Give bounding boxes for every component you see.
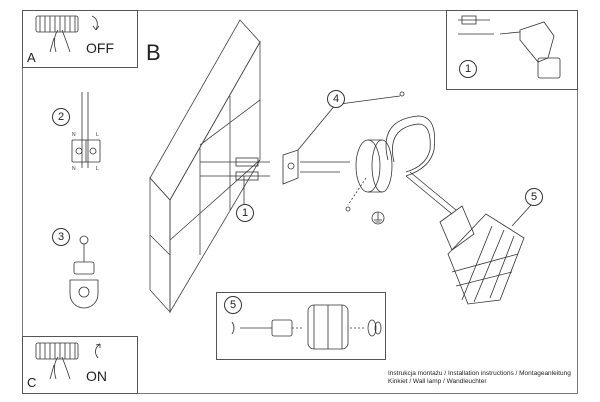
callout-5-detail-text: 5	[229, 299, 237, 311]
terminal-label-top-l: L	[96, 132, 99, 138]
callout-1-wall-text: 1	[241, 207, 249, 219]
drill-icon	[499, 21, 561, 79]
terminal-label-top-n: N	[72, 132, 76, 138]
screw-dot-top-icon	[399, 91, 405, 97]
screw-dot-icon	[345, 206, 351, 212]
terminal-label-bot-l: L	[96, 166, 99, 172]
canopy-icon	[347, 139, 393, 206]
callout-3-text: 3	[57, 231, 65, 243]
footer-caption: Instrukcja montażu / Installation instru…	[388, 370, 571, 386]
panel-c-letter: C	[27, 375, 37, 390]
terminal-label-bot-n: N	[72, 166, 76, 172]
callout-4-text: 4	[332, 93, 340, 105]
ground-symbol-icon	[371, 211, 385, 225]
screws-icon	[200, 157, 350, 181]
callout-2: 2	[52, 108, 70, 126]
callout-3: 3	[52, 228, 70, 246]
switch-on-icon	[35, 342, 101, 380]
terminal-block-icon	[71, 92, 101, 168]
lamp-arm-icon	[385, 115, 457, 215]
wall-plugs-icon	[458, 15, 494, 35]
panel-a-state: OFF	[86, 40, 114, 56]
callout-2-text: 2	[57, 111, 65, 123]
detail-assembly-icon	[231, 304, 382, 350]
panel-detail	[216, 292, 386, 360]
footer-line-2: Kinkiet / Wall lamp / Wandleuchter	[388, 378, 487, 385]
wall-icon	[149, 19, 261, 314]
panel-c	[22, 336, 138, 394]
callout-1-tools-text: 1	[464, 63, 472, 75]
ground-connector-icon	[69, 235, 99, 309]
callout-1-wall: 1	[236, 204, 254, 222]
callout-1-tools: 1	[459, 60, 477, 78]
mounting-bracket-icon	[282, 149, 299, 185]
callout-4: 4	[327, 90, 345, 108]
callout-5-detail: 5	[224, 296, 242, 314]
lamp-cage-icon	[439, 205, 525, 305]
footer-line-1: Instrukcja montażu / Installation instru…	[388, 370, 571, 377]
panel-a	[22, 10, 138, 68]
callout-5-text: 5	[530, 191, 538, 203]
panel-a-letter: A	[27, 50, 36, 65]
switch-off-icon	[35, 15, 100, 53]
callout-5: 5	[525, 188, 543, 206]
section-b-letter: B	[146, 40, 161, 65]
panel-c-state: ON	[86, 368, 107, 384]
